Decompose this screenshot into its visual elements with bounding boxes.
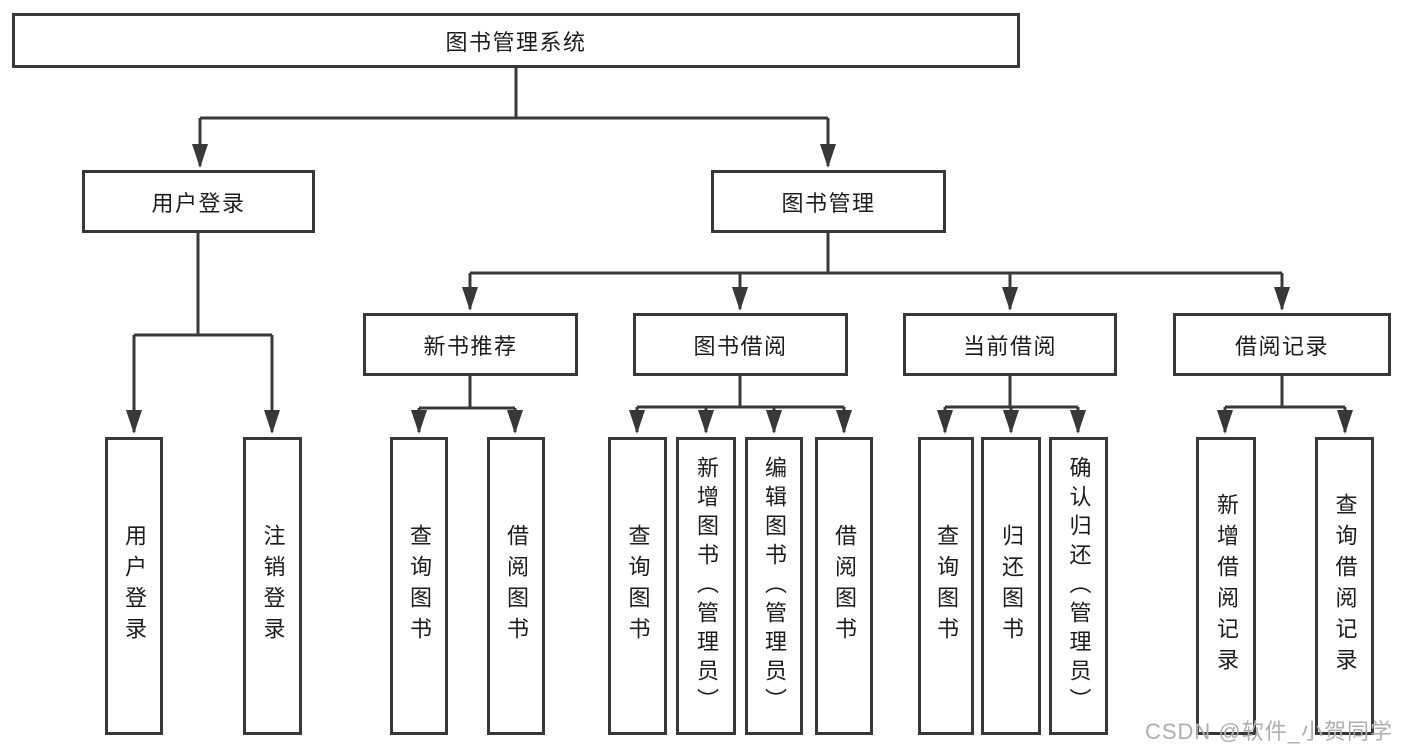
leaf-query-books-current-label: 查询图书 (934, 524, 959, 648)
leaf-query-borrow-record: 查询借阅记录 (1315, 437, 1374, 735)
leaf-add-book-admin: 新增图书（管理员） (676, 437, 736, 735)
leaf-return-book-label: 归还图书 (999, 524, 1024, 648)
leaf-borrow-books-borrow: 借阅图书 (815, 437, 873, 735)
node-root-label: 图书管理系统 (445, 29, 587, 55)
leaf-query-books-recommend: 查询图书 (390, 437, 448, 735)
node-new-book-recommend: 新书推荐 (363, 313, 578, 376)
node-user-login-label: 用户登录 (151, 190, 246, 216)
leaf-query-books-recommend-label: 查询图书 (407, 524, 432, 648)
csdn-watermark: CSDN @软件_小贺同学 (1144, 719, 1393, 744)
leaf-edit-book-admin-label: 编辑图书（管理员） (762, 455, 787, 717)
node-root: 图书管理系统 (12, 13, 1020, 68)
leaf-query-books-borrow-label: 查询图书 (625, 524, 651, 648)
leaf-confirm-return-admin: 确认归还（管理员） (1049, 437, 1108, 735)
leaf-borrow-books-recommend-label: 借阅图书 (504, 524, 529, 648)
leaf-logout: 注销登录 (243, 437, 302, 735)
leaf-confirm-return-admin-label: 确认归还（管理员） (1066, 455, 1092, 717)
leaf-query-books-borrow: 查询图书 (608, 437, 667, 735)
leaf-borrow-books-recommend: 借阅图书 (487, 437, 545, 735)
leaf-return-book: 归还图书 (981, 437, 1041, 735)
node-borrow-records-label: 借阅记录 (1234, 333, 1329, 359)
leaf-borrow-books-borrow-label: 借阅图书 (832, 524, 857, 648)
leaf-add-borrow-record-label: 新增借阅记录 (1214, 493, 1239, 679)
node-book-borrow: 图书借阅 (633, 313, 848, 376)
leaf-add-borrow-record: 新增借阅记录 (1196, 437, 1256, 735)
leaf-user-login: 用户登录 (105, 437, 163, 735)
leaf-user-login-label: 用户登录 (122, 524, 147, 648)
leaf-add-book-admin-label: 新增图书（管理员） (694, 455, 719, 717)
leaf-logout-label: 注销登录 (260, 524, 286, 648)
node-new-book-recommend-label: 新书推荐 (423, 333, 518, 359)
node-book-management: 图书管理 (711, 170, 946, 233)
leaf-edit-book-admin: 编辑图书（管理员） (745, 437, 803, 735)
node-book-borrow-label: 图书借阅 (693, 333, 788, 359)
node-borrow-records: 借阅记录 (1173, 313, 1391, 376)
node-book-management-label: 图书管理 (781, 190, 876, 216)
leaf-query-borrow-record-label: 查询借阅记录 (1332, 493, 1358, 679)
node-current-borrow-label: 当前借阅 (962, 333, 1057, 359)
node-current-borrow: 当前借阅 (903, 313, 1117, 376)
leaf-query-books-current: 查询图书 (918, 437, 974, 735)
node-user-login: 用户登录 (82, 170, 315, 233)
